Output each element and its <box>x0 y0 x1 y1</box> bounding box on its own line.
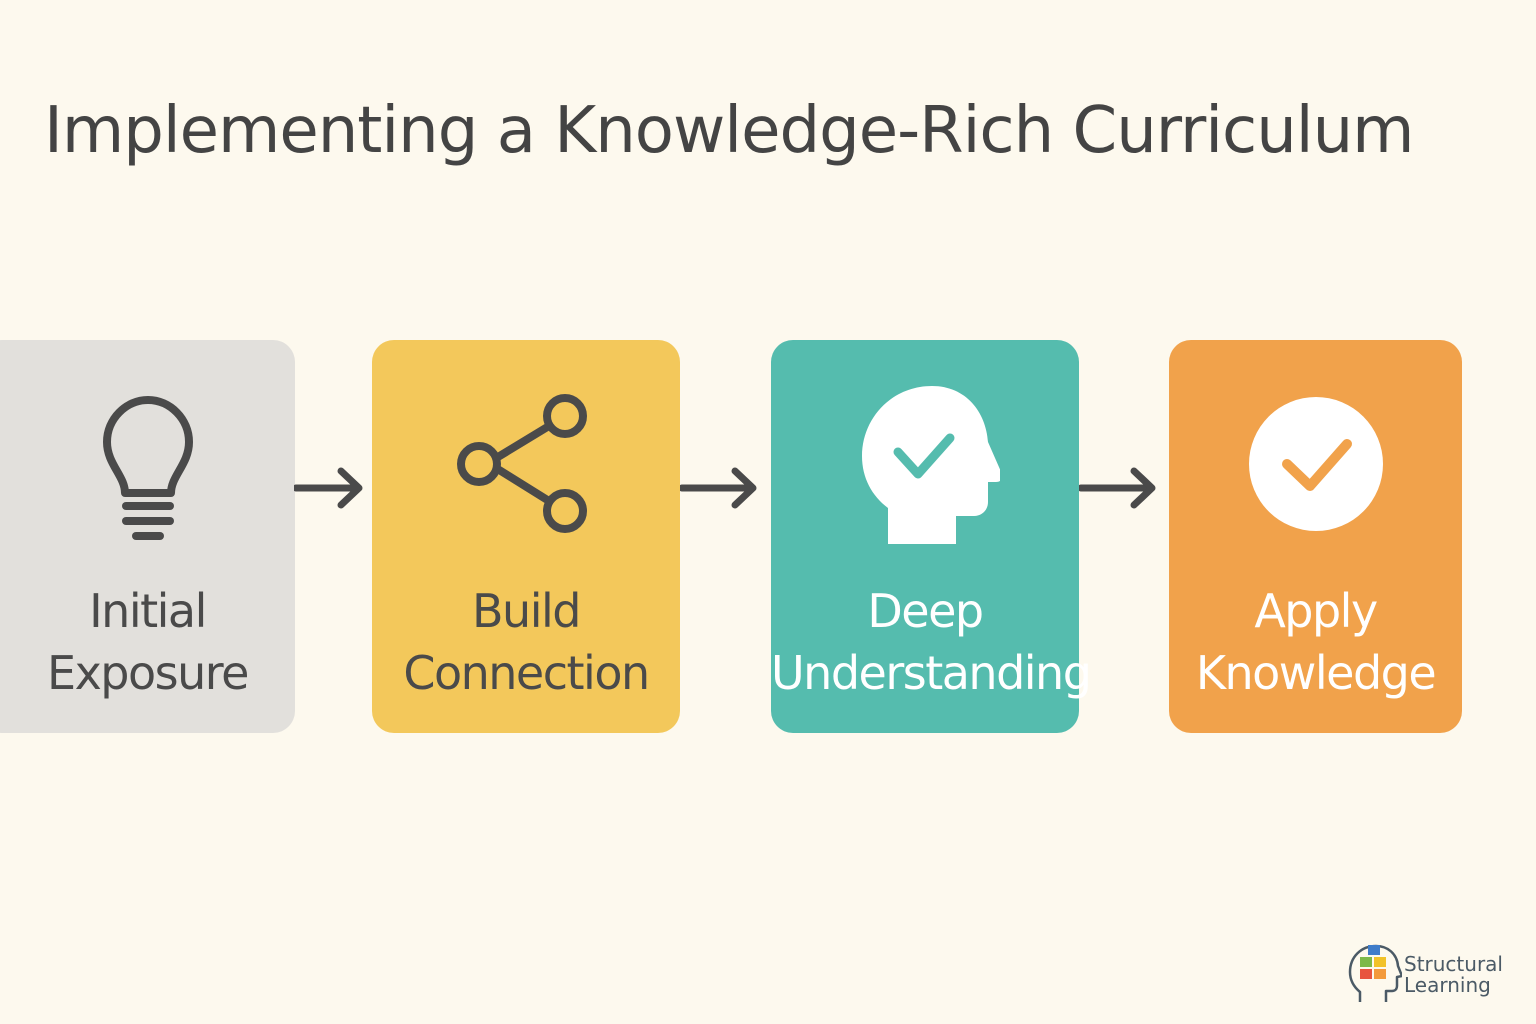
step-apply-knowledge: Apply Knowledge <box>1169 340 1462 733</box>
step-label-line1: Apply <box>1254 584 1378 638</box>
head-blocks-logo <box>1348 944 1402 1002</box>
flow-arrow-icon <box>292 466 366 514</box>
brand-name: Structural Learning <box>1404 954 1503 996</box>
step-deep-understanding: Deep Understanding <box>771 340 1092 733</box>
step-label: Initial Exposure <box>0 580 295 704</box>
step-initial-exposure: Initial Exposure <box>0 340 295 733</box>
step-label-line2: Connection <box>403 646 650 700</box>
brand-line2: Learning <box>1404 973 1491 997</box>
step-label-line1: Build <box>472 584 581 638</box>
brand-line1: Structural <box>1404 952 1503 976</box>
circle-check-icon <box>1169 380 1462 550</box>
step-label-line2: Understanding <box>771 646 1092 700</box>
step-build-connection: Build Connection <box>372 340 680 733</box>
step-label: Apply Knowledge <box>1169 580 1462 704</box>
lightbulb-icon <box>0 380 295 550</box>
page-title: Implementing a Knowledge-Rich Curriculum <box>44 94 1414 168</box>
head-check-icon <box>771 380 1079 550</box>
flow-arrow-icon <box>1077 466 1159 514</box>
brand-logo: Structural Learning <box>1346 942 1526 1006</box>
step-label-line2: Exposure <box>47 646 249 700</box>
share-nodes-icon <box>372 380 680 550</box>
step-label: Deep Understanding <box>771 580 1092 704</box>
flow-arrow-icon <box>678 466 760 514</box>
step-label: Build Connection <box>372 580 680 704</box>
step-label-line1: Initial <box>89 584 207 638</box>
step-label-line1: Deep <box>867 584 984 638</box>
step-label-line2: Knowledge <box>1195 646 1437 700</box>
